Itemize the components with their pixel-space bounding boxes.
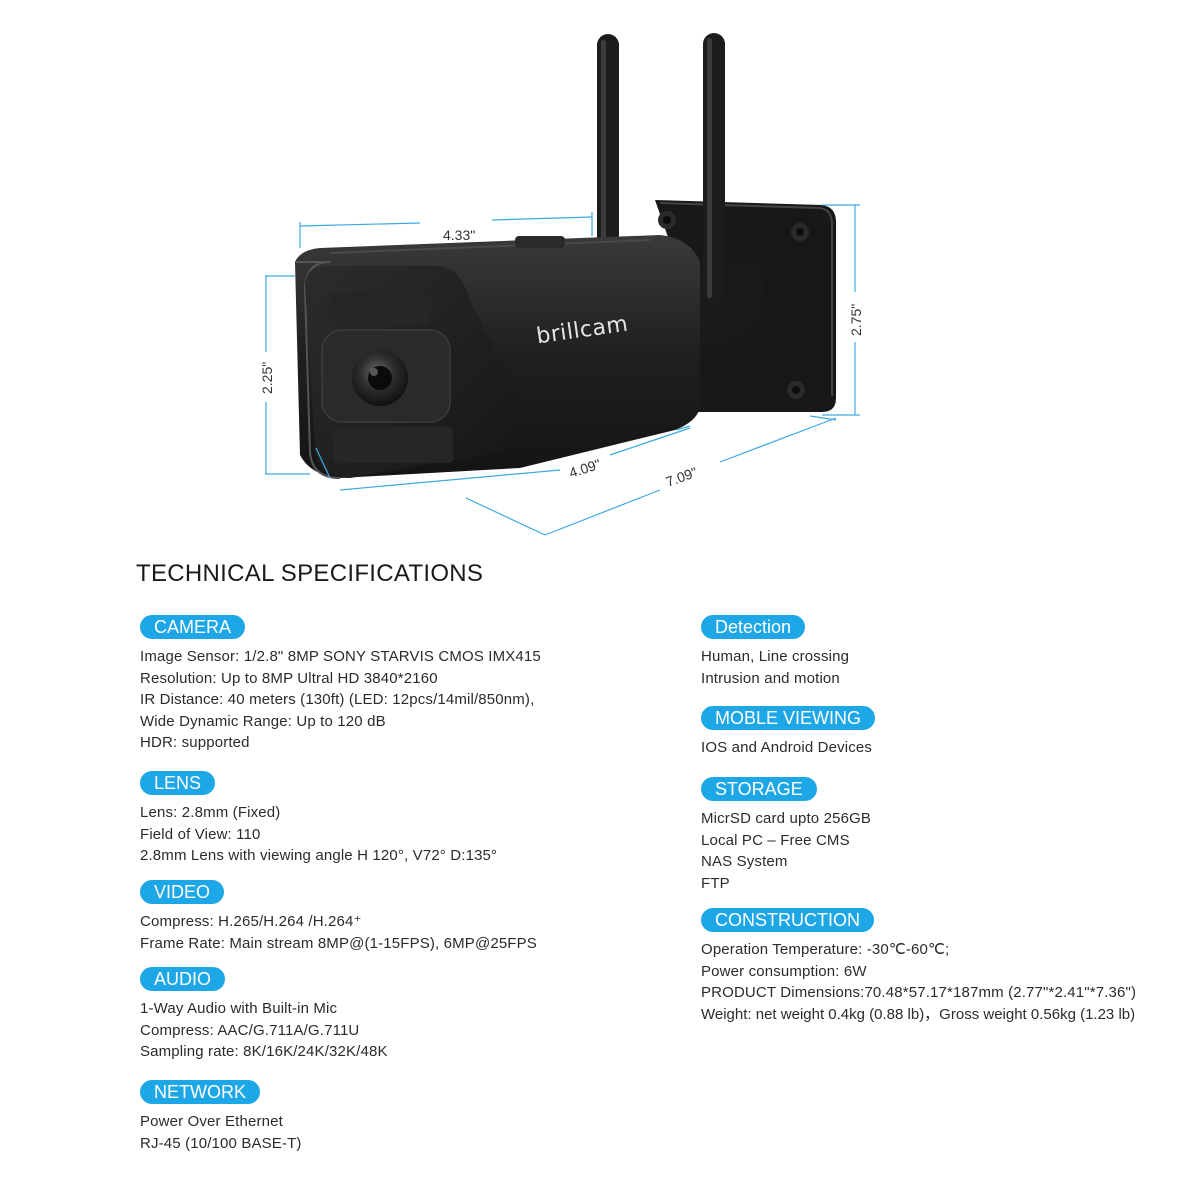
- dimension-width-label: 4.33": [443, 227, 475, 243]
- spec-line: 1-Way Audio with Built-in Mic: [140, 1000, 338, 1017]
- spec-line: Power Over Ethernet: [140, 1113, 283, 1130]
- section-heading-camera: CAMERA: [140, 615, 246, 639]
- mount-arm: [680, 262, 764, 355]
- camera-body: [295, 235, 700, 479]
- spec-line: Compress: AAC/G.711A/G.711U: [140, 1021, 360, 1039]
- camera-product-figure: brillcam 4.33" 2.25" 2.75" 4.09" 7.09": [259, 33, 864, 536]
- section-detection: Detection Human, Line crossing Intrusion…: [701, 615, 849, 689]
- section-heading-storage: STORAGE: [701, 777, 817, 801]
- section-heading-mobile-viewing: MOBLE VIEWING: [701, 706, 876, 730]
- spec-line: RJ-45 (10/100 BASE-T): [140, 1134, 302, 1152]
- section-heading-lens: LENS: [140, 771, 216, 795]
- dimension-height-mount-label: 2.75": [848, 304, 864, 336]
- antennas: [597, 33, 725, 303]
- page-title: TECHNICAL SPECIFICATIONS: [136, 560, 484, 587]
- section-storage: STORAGE MicrSD card upto 256GB Local PC …: [701, 777, 871, 894]
- section-network: NETWORK Power Over Ethernet RJ-45 (10/10…: [140, 1080, 302, 1154]
- section-construction: CONSTRUCTION Operation Temperature: -30℃…: [701, 908, 1136, 1025]
- spec-line: Lens: 2.8mm (Fixed): [140, 804, 281, 821]
- spec-line: Operation Temperature: -30℃-60℃;: [701, 941, 950, 958]
- spec-line: Resolution: Up to 8MP Ultral HD 3840*216…: [140, 669, 438, 687]
- spec-line: Weight: net weight 0.4kg (0.88 lb)，Gross…: [701, 1005, 1136, 1023]
- spec-line: Compress: H.265/H.264 /H.264⁺: [140, 913, 362, 930]
- section-heading-video: VIDEO: [140, 880, 225, 904]
- dimension-total-length-label: 7.09": [664, 464, 700, 490]
- spec-line: Local PC – Free CMS: [701, 831, 850, 849]
- section-lens: LENS Lens: 2.8mm (Fixed) Field of View: …: [140, 771, 497, 867]
- spec-line: FTP: [701, 874, 730, 892]
- section-heading-audio: AUDIO: [140, 967, 226, 991]
- spec-line: Human, Line crossing: [701, 648, 850, 665]
- spec-line: Frame Rate: Main stream 8MP@(1-15FPS), 6…: [140, 934, 537, 952]
- dimension-height-front-label: 2.25": [259, 362, 275, 394]
- spec-line: Power consumption: 6W: [701, 962, 867, 980]
- spec-line: PRODUCT Dimensions:70.48*57.17*187mm (2.…: [701, 984, 1137, 1001]
- spec-line: HDR: supported: [140, 734, 250, 751]
- dimension-lines: [265, 204, 860, 536]
- spec-line: Field of View: 110: [140, 825, 261, 843]
- spec-line: IR Distance: 40 meters (130ft) (LED: 12p…: [140, 691, 535, 708]
- section-video: VIDEO Compress: H.265/H.264 /H.264⁺ Fram…: [140, 880, 537, 954]
- spec-line: NAS System: [701, 853, 788, 870]
- dimension-body-length-label: 4.09": [567, 456, 603, 481]
- spec-line: Image Sensor: 1/2.8" 8MP SONY STARVIS CM…: [140, 648, 541, 665]
- section-heading-network: NETWORK: [140, 1080, 260, 1104]
- section-heading-construction: CONSTRUCTION: [701, 908, 874, 932]
- spec-line: Sampling rate: 8K/16K/24K/32K/48K: [140, 1043, 388, 1060]
- spec-line: 2.8mm Lens with viewing angle H 120°, V7…: [140, 847, 498, 864]
- spec-line: MicrSD card upto 256GB: [701, 810, 872, 827]
- spec-line: IOS and Android Devices: [701, 739, 873, 756]
- spec-line: Wide Dynamic Range: Up to 120 dB: [140, 712, 386, 730]
- section-camera: CAMERA Image Sensor: 1/2.8" 8MP SONY STA…: [140, 615, 541, 754]
- section-heading-detection: Detection: [701, 615, 806, 639]
- spec-line: Intrusion and motion: [701, 669, 840, 687]
- section-audio: AUDIO 1-Way Audio with Built-in Mic Comp…: [140, 967, 388, 1063]
- section-mobile-viewing: MOBLE VIEWING IOS and Android Devices: [701, 706, 876, 759]
